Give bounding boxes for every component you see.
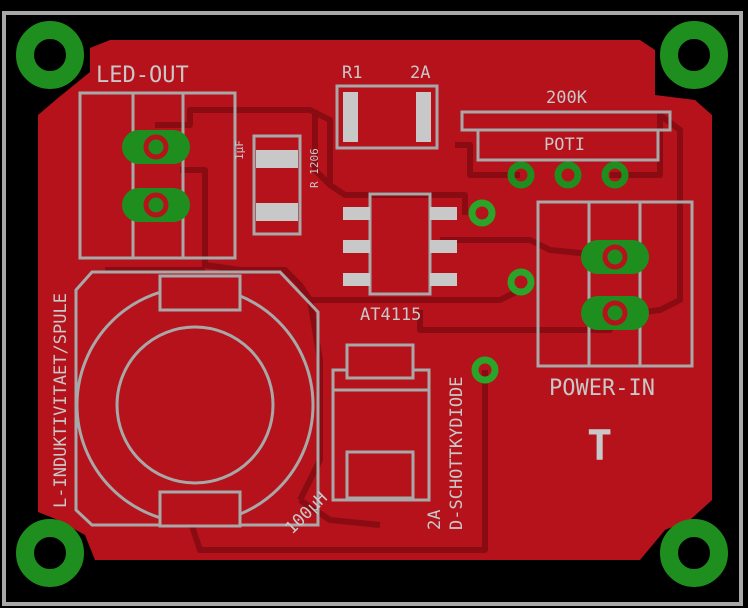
capacitor-1206: 1µF R 1206	[233, 134, 321, 236]
led-out-pad-1	[122, 130, 190, 164]
via-1	[468, 199, 496, 227]
led-out-connector: LED-OUT	[78, 63, 237, 260]
traces	[105, 107, 683, 553]
poti-pad-1	[507, 161, 535, 189]
diode-value-label: 2A	[425, 510, 445, 530]
inductor-pad-top	[158, 274, 242, 312]
led-out-pad-2	[122, 188, 190, 222]
r1-value-label: 2A	[410, 63, 430, 83]
poti-label: POTI	[544, 135, 585, 155]
vias	[468, 199, 535, 384]
r1-label: R1	[342, 63, 362, 83]
diode-label: D-SCHOTTKYDIODE	[447, 376, 467, 530]
diode-pad-bottom	[345, 450, 415, 500]
t-marker: T	[587, 421, 612, 470]
board-outline	[2, 11, 743, 606]
schottky-diode: D-SCHOTTKYDIODE 2A	[331, 343, 467, 530]
inductor-label: L-INDUKTIVITAET/SPULE	[51, 293, 71, 508]
ic-label: AT4115	[360, 305, 421, 325]
power-in-pad-2	[581, 296, 649, 330]
mounting-hole-top-right	[660, 21, 728, 89]
led-out-label: LED-OUT	[96, 63, 189, 88]
poti-pad-3	[601, 161, 629, 189]
power-in-label: POWER-IN	[549, 376, 655, 401]
diode-pad-top	[345, 343, 415, 380]
via-2	[507, 268, 535, 296]
inductor-inner-ring	[115, 325, 275, 485]
poti-value-label: 200K	[546, 88, 588, 108]
ic-at4115: AT4115	[343, 192, 457, 325]
poti-pad-2	[554, 161, 582, 189]
capacitor-value-label: 1µF	[233, 140, 246, 160]
mounting-hole-bottom-left	[16, 519, 84, 587]
r1-resistor: R1 2A	[335, 63, 439, 150]
via-3	[471, 356, 499, 384]
inductor-pad-bottom	[158, 490, 242, 528]
power-in-connector: POWER-IN	[536, 200, 694, 401]
power-in-pad-1	[581, 240, 649, 274]
mounting-hole-bottom-right	[660, 519, 728, 587]
mounting-hole-top-left	[16, 21, 84, 89]
capacitor-package-label: R 1206	[308, 148, 321, 188]
potentiometer: 200K POTI	[460, 88, 672, 189]
mounting-holes	[16, 21, 728, 587]
